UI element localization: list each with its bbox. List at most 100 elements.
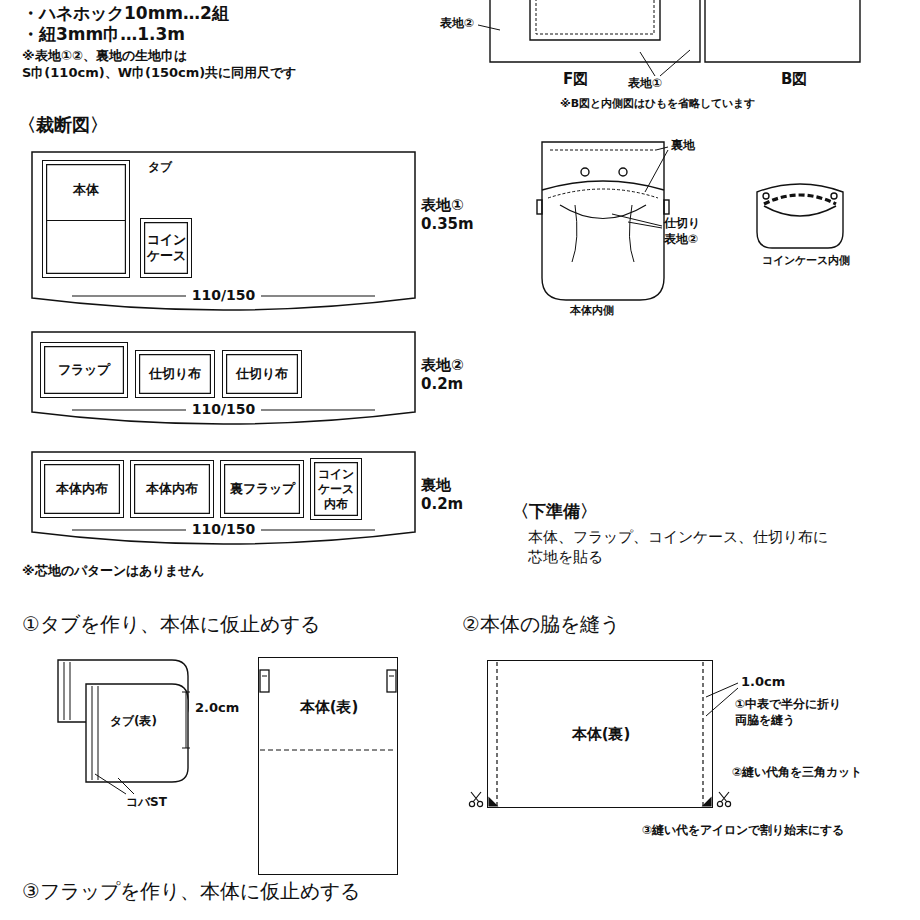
body-box: 本体(表) <box>258 657 398 875</box>
note-label: ①中表で半分に折り 両脇を縫う <box>735 697 841 728</box>
text-line: 表地① <box>628 76 662 92</box>
text-line: 仕切り <box>664 216 700 232</box>
section-heading: 〈下準備〉 <box>512 500 597 522</box>
piece-name: 本体内布 <box>56 481 108 497</box>
tab-figure <box>58 660 190 794</box>
pattern-piece: 本体内布 <box>40 460 124 518</box>
text-line: タブ(表) <box>110 714 157 730</box>
pattern-piece: 仕切り布 <box>222 350 302 398</box>
note-label: コバST <box>126 795 167 811</box>
text-line: コイン <box>318 467 354 482</box>
pattern-piece: フラップ <box>40 342 128 398</box>
text-line: 内布 <box>318 497 354 512</box>
note-label: ※表地①②、裏地の生地巾は S巾(110cm)、W巾(150cm)共に同用尺です <box>22 48 296 82</box>
piece-name: コイン ケース 内布 <box>318 467 354 512</box>
note-label: 表地② <box>440 16 474 32</box>
text-line: ※表地①②、裏地の生地巾は <box>22 48 296 65</box>
text-line: ③フラップを作り、本体に仮止めする <box>22 878 360 904</box>
pattern-piece: 仕切り布 <box>135 350 215 398</box>
text-line: B図 <box>781 70 807 90</box>
text-line: 表地② <box>421 356 464 375</box>
pattern-piece: 本体内布 <box>130 460 214 518</box>
text-line: 裏地 <box>421 476 463 495</box>
piece-name: 本体内布 <box>146 481 198 497</box>
text-line: 0.2m <box>421 495 463 514</box>
text-line: 〈下準備〉 <box>512 500 597 522</box>
piece-name: フラップ <box>58 362 110 378</box>
body-box: 本体(裏) <box>487 660 713 808</box>
coin-case-figure <box>757 184 843 248</box>
text-line: 本体、フラップ、コインケース、仕切り布に <box>528 528 828 548</box>
top-figures <box>478 0 860 76</box>
text-line: ③縫い代をアイロンで割り始末にする <box>642 823 844 839</box>
pattern-piece: コイン ケース 内布 <box>310 458 362 520</box>
text-line: 2.0cm <box>195 700 239 717</box>
fabric-width: 110/150 <box>32 401 415 419</box>
text-line: 本体 <box>73 182 99 198</box>
text-line: ①タブを作り、本体に仮止めする <box>22 611 320 637</box>
note-label: 2.0cm <box>193 700 241 717</box>
note-label: タブ <box>148 160 172 176</box>
note-label: ※芯地のパターンはありません <box>22 563 204 580</box>
fabric-name: 表地① 0.35m <box>421 196 474 234</box>
text-line: フラップ <box>58 362 110 378</box>
section-heading: ②本体の脇を縫う <box>462 611 620 637</box>
f-flap <box>530 0 660 40</box>
text-line: ・ハネホック10mm…2組 <box>22 2 229 24</box>
text-line: ・紐3mm巾…1.3m <box>22 23 185 45</box>
body-back-details <box>469 662 738 807</box>
body-inside-figure <box>537 142 669 300</box>
f-figure <box>490 0 700 62</box>
note-label: 仕切り 表地② <box>664 216 700 247</box>
text-line: 両脇を縫う <box>735 713 841 729</box>
note-label: タブ(表) <box>108 714 159 730</box>
note-label: F図 <box>563 70 588 90</box>
b-figure <box>705 0 860 62</box>
text-line: 110/150 <box>186 401 262 419</box>
band-shape <box>32 152 415 310</box>
fabric-band: 本体内布本体内布裏フラップコイン ケース 内布裏地 0.2m110/150 <box>32 452 415 532</box>
text-line: 表地① <box>421 196 474 215</box>
text-line: ②縫い代角を三角カット <box>732 765 862 781</box>
band-shape <box>32 452 415 544</box>
text-line: 110/150 <box>186 287 262 305</box>
text-line: コイン <box>147 232 186 248</box>
pattern-piece: 本体 <box>42 160 130 278</box>
fold-line <box>46 220 126 221</box>
text-line: S巾(110cm)、W巾(150cm)共に同用尺です <box>22 65 296 82</box>
note-label: 1.0cm <box>741 674 785 691</box>
pattern-piece: 裏フラップ <box>220 460 304 518</box>
fabric-width: 110/150 <box>32 521 415 539</box>
section-heading: ①タブを作り、本体に仮止めする <box>22 611 320 637</box>
fabric-name: 裏地 0.2m <box>421 476 463 514</box>
text-line: 仕切り布 <box>236 366 288 382</box>
piece-name: 本体(表) <box>259 698 399 717</box>
note-label: 本体、フラップ、コインケース、仕切り布に 芯地を貼る <box>528 528 828 567</box>
text-line: 本体(裏) <box>488 725 714 744</box>
text-line: 表地② <box>664 232 700 248</box>
piece-name: コイン ケース <box>147 232 186 265</box>
note-label: 表地① <box>628 76 662 92</box>
text-line: 0.2m <box>421 375 464 394</box>
section-heading: ・ハネホック10mm…2組 <box>22 2 229 24</box>
text-line: ※芯地のパターンはありません <box>22 563 204 580</box>
piece-name: 仕切り布 <box>149 366 201 382</box>
text-line: コバST <box>126 795 167 811</box>
piece-name: 裏フラップ <box>230 481 295 497</box>
note-label: B図 <box>781 70 807 90</box>
text-line: ②本体の脇を縫う <box>462 611 620 637</box>
piece-name: 本体 <box>73 182 99 198</box>
note-label: ※B図と内側図はひもを省略しています <box>560 97 755 111</box>
note-label: コインケース内側 <box>762 254 850 268</box>
text-line: ①中表で半分に折り <box>735 697 841 713</box>
fabric-band: 本体コイン ケース表地① 0.35m110/150 <box>32 152 415 298</box>
text-line: ケース <box>147 248 186 264</box>
text-line: 0.35m <box>421 215 474 234</box>
section-heading: ③フラップを作り、本体に仮止めする <box>22 878 360 904</box>
band-shape <box>32 332 415 424</box>
section-heading: ・紐3mm巾…1.3m <box>22 23 185 45</box>
text-line: 110/150 <box>186 521 262 539</box>
fabric-band: フラップ仕切り布仕切り布表地② 0.2m110/150 <box>32 332 415 412</box>
pattern-piece: コイン ケース <box>140 218 192 278</box>
note-label: ②縫い代角を三角カット <box>732 765 862 781</box>
